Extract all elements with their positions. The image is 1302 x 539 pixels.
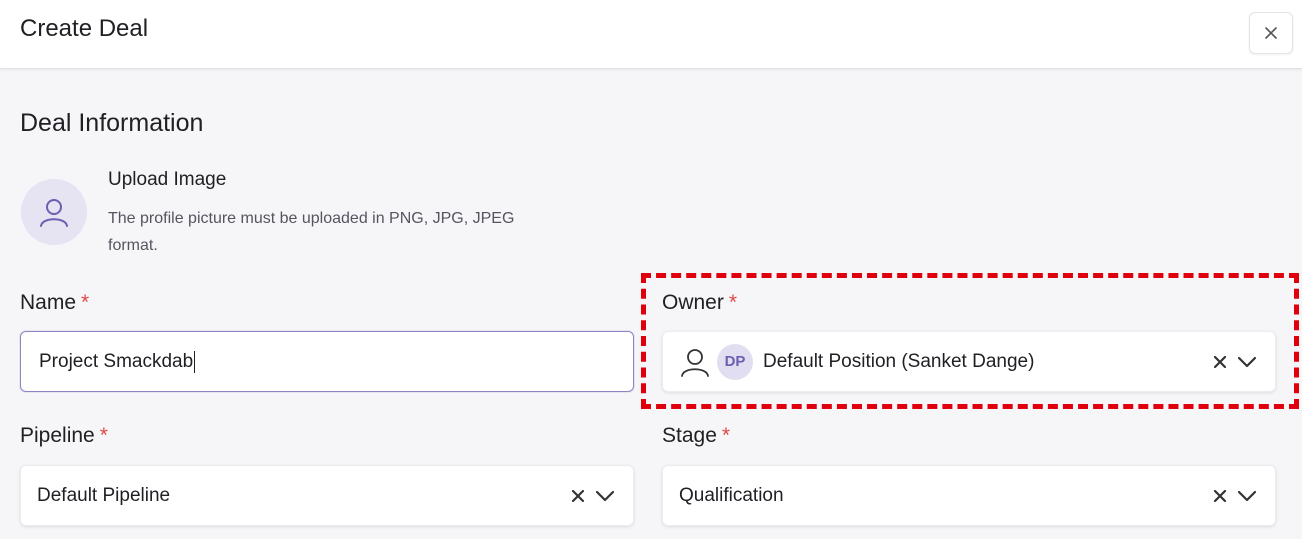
- section-title: Deal Information: [20, 109, 204, 137]
- name-label: Name*: [20, 291, 89, 315]
- upload-description: The profile picture must be uploaded in …: [108, 210, 515, 254]
- required-mark: *: [81, 291, 90, 314]
- name-input-value: Project Smackdab: [39, 350, 194, 372]
- stage-select-value: Qualification: [679, 484, 784, 506]
- required-mark: *: [721, 424, 731, 447]
- modal-header: Create Deal: [0, 0, 1302, 69]
- pipeline-label-text: Pipeline: [20, 424, 95, 447]
- clear-icon[interactable]: [1213, 355, 1227, 369]
- upload-title: Upload Image: [108, 169, 227, 190]
- chevron-down-icon[interactable]: [1237, 490, 1257, 502]
- pipeline-select[interactable]: Default Pipeline: [20, 465, 634, 526]
- required-mark: *: [728, 291, 738, 314]
- owner-label: Owner*: [662, 291, 737, 315]
- pipeline-select-value: Default Pipeline: [37, 484, 171, 506]
- owner-label-text: Owner: [662, 291, 724, 314]
- chevron-down-icon[interactable]: [1237, 356, 1257, 368]
- pipeline-label: Pipeline*: [20, 424, 108, 448]
- chevron-down-icon[interactable]: [595, 490, 615, 502]
- close-button[interactable]: [1249, 12, 1293, 54]
- user-icon: [40, 199, 68, 227]
- person-icon: [681, 348, 709, 377]
- owner-select-value: Default Position (Sanket Dange): [763, 350, 1035, 372]
- owner-select[interactable]: DP Default Position (Sanket Dange): [662, 331, 1276, 392]
- text-cursor: [194, 350, 196, 373]
- clear-icon[interactable]: [1213, 489, 1227, 503]
- stage-label-text: Stage: [662, 424, 717, 447]
- upload-avatar[interactable]: [21, 179, 87, 245]
- required-mark: *: [99, 424, 108, 447]
- stage-select[interactable]: Qualification: [662, 465, 1276, 526]
- clear-icon[interactable]: [571, 489, 585, 503]
- stage-label: Stage*: [662, 424, 730, 448]
- name-input[interactable]: Project Smackdab: [20, 331, 634, 392]
- name-label-text: Name: [20, 291, 77, 314]
- close-icon: [1265, 27, 1277, 39]
- owner-initials-avatar: DP: [717, 343, 753, 380]
- modal-title: Create Deal: [20, 15, 149, 42]
